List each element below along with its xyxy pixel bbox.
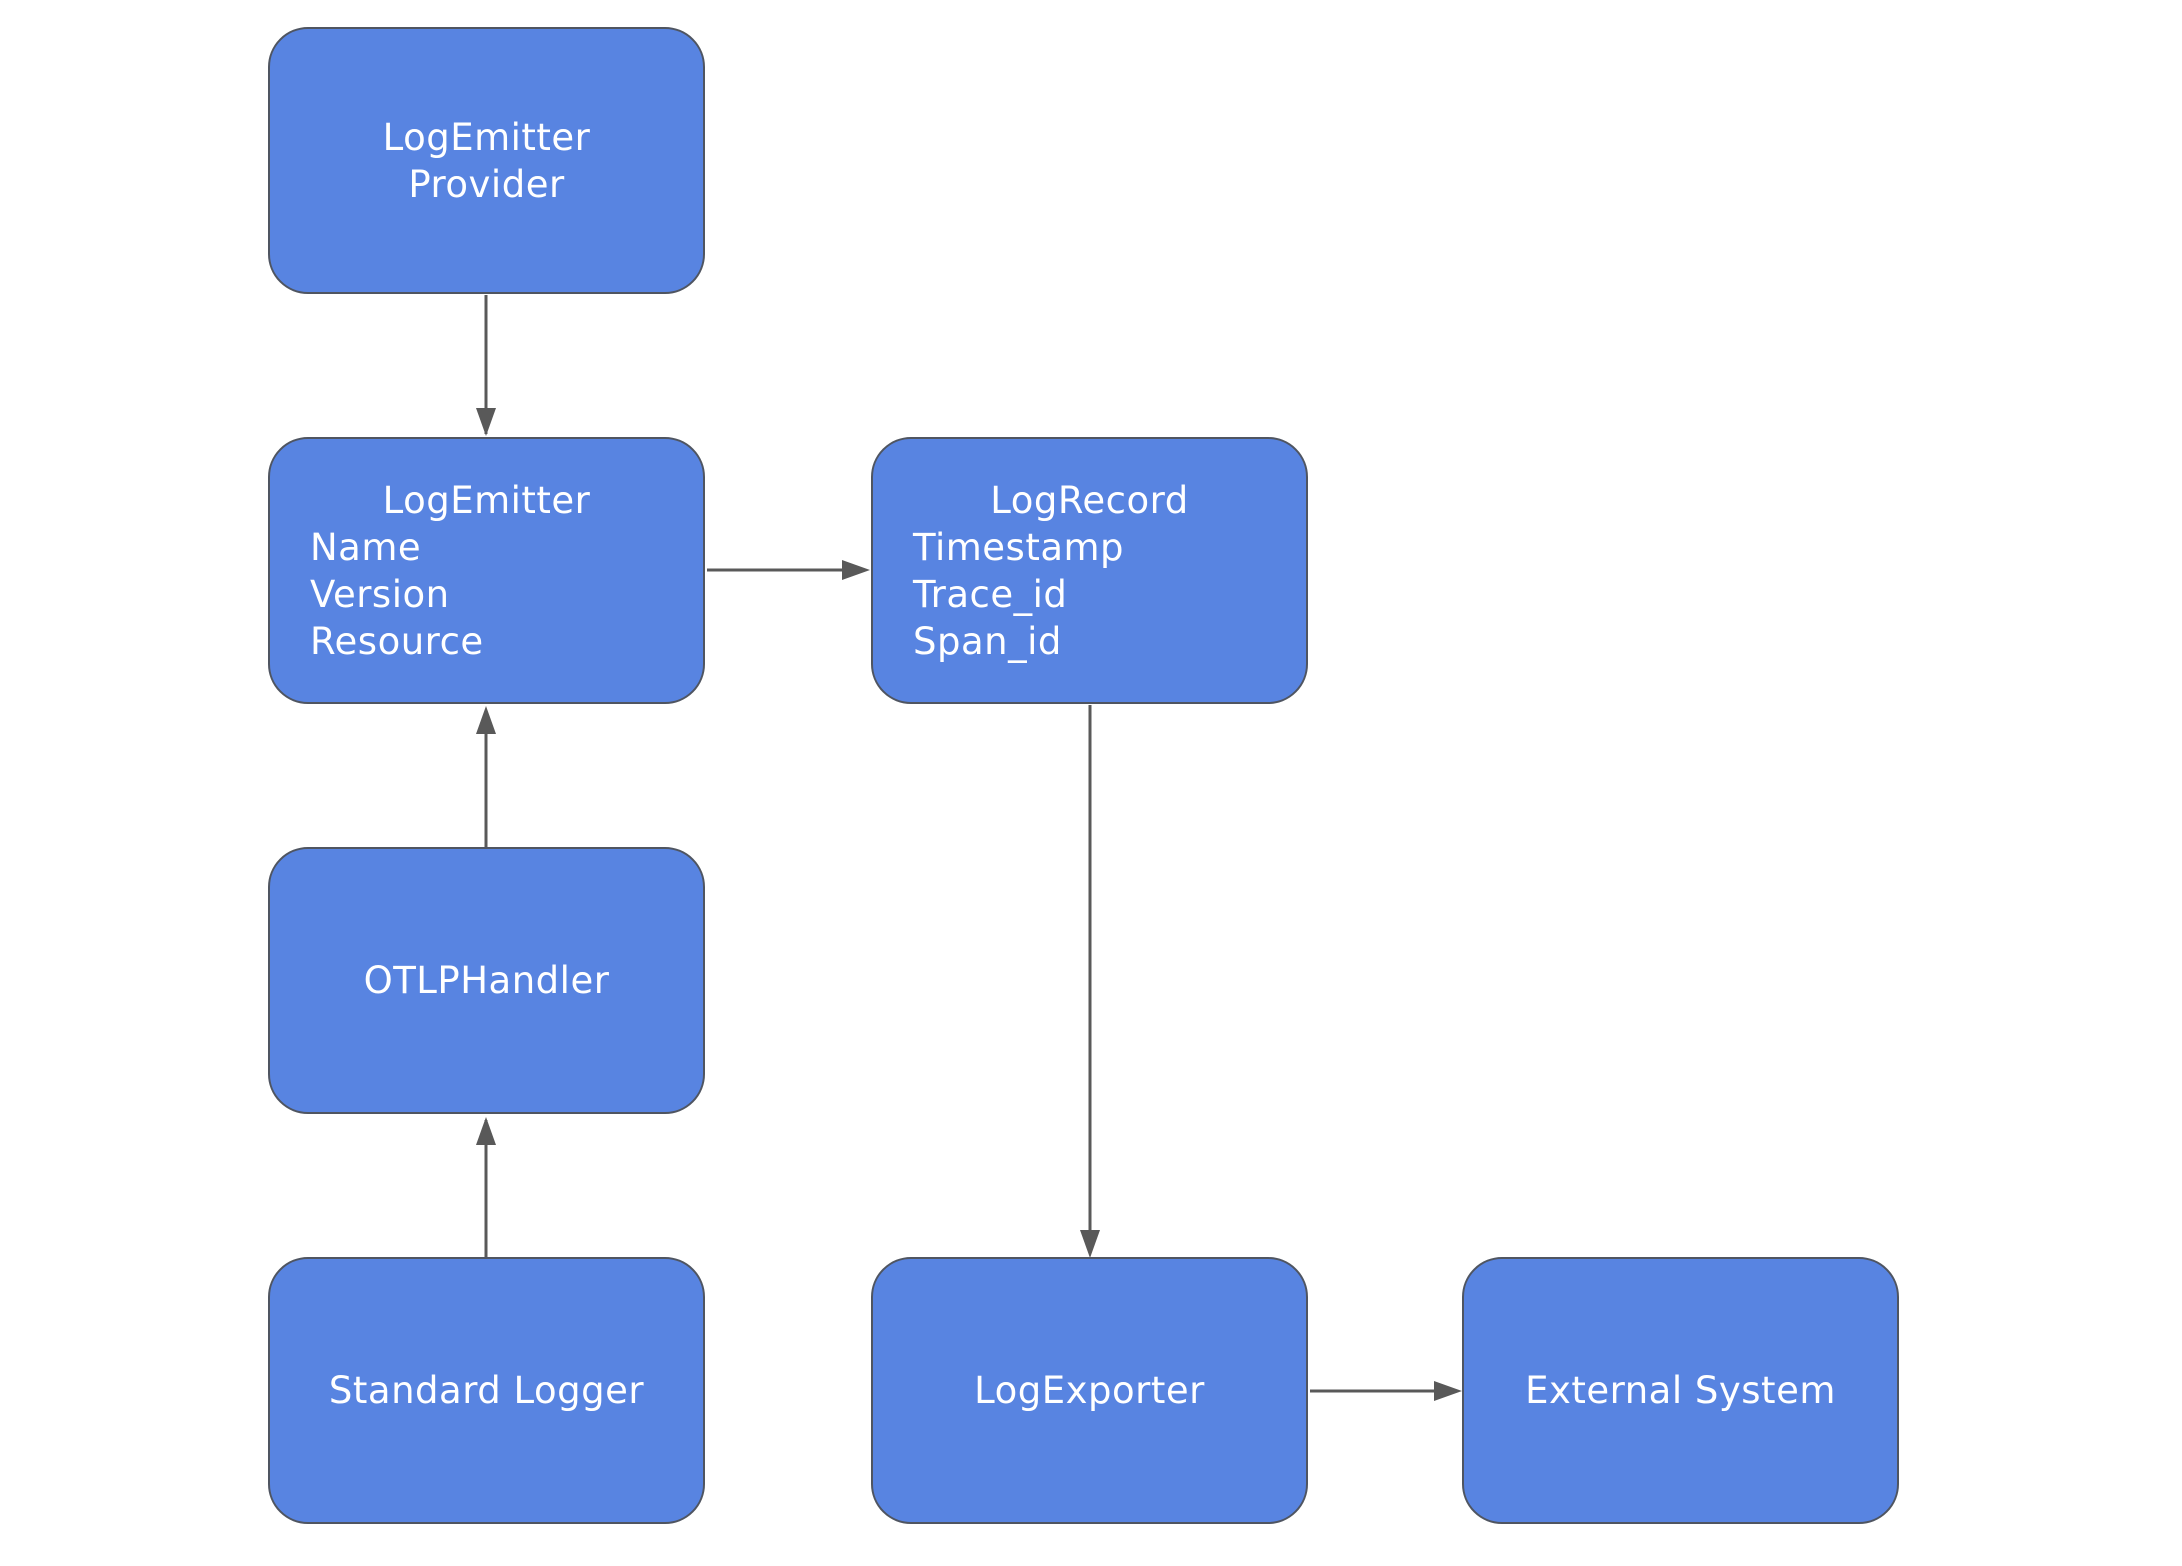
node-otlp-handler: OTLPHandler [268, 847, 705, 1114]
node-title: LogRecord [990, 478, 1189, 522]
node-title: LogEmitter [382, 478, 591, 522]
node-log-exporter: LogExporter [871, 1257, 1308, 1524]
node-external-system: External System [1462, 1257, 1899, 1524]
node-field: Timestamp [913, 525, 1125, 569]
node-field: Span_id [913, 619, 1062, 663]
node-label: LogExporter [974, 1369, 1205, 1412]
node-log-record: LogRecord Timestamp Trace_id Span_id [871, 437, 1308, 704]
node-standard-logger: Standard Logger [268, 1257, 705, 1524]
arrowhead-handler-to-emitter [476, 706, 496, 734]
node-log-emitter-provider: LogEmitter Provider [268, 27, 705, 294]
node-label: OTLPHandler [363, 959, 610, 1002]
node-field: Resource [310, 619, 484, 663]
node-label-line: Provider [408, 162, 565, 206]
node-label: Standard Logger [328, 1369, 645, 1412]
node-field: Name [310, 525, 422, 569]
arrowhead-exporter-to-external [1434, 1381, 1462, 1401]
arrowhead-provider-to-emitter [476, 408, 496, 436]
node-field: Trace_id [913, 572, 1068, 616]
arrowhead-emitter-to-record [842, 560, 870, 580]
node-field: Version [310, 572, 450, 616]
arrowhead-logger-to-handler [476, 1117, 496, 1145]
node-label-line: LogEmitter [382, 115, 591, 159]
node-label: External System [1525, 1369, 1836, 1412]
arrowhead-record-to-exporter [1080, 1230, 1100, 1258]
node-log-emitter: LogEmitter Name Version Resource [268, 437, 705, 704]
